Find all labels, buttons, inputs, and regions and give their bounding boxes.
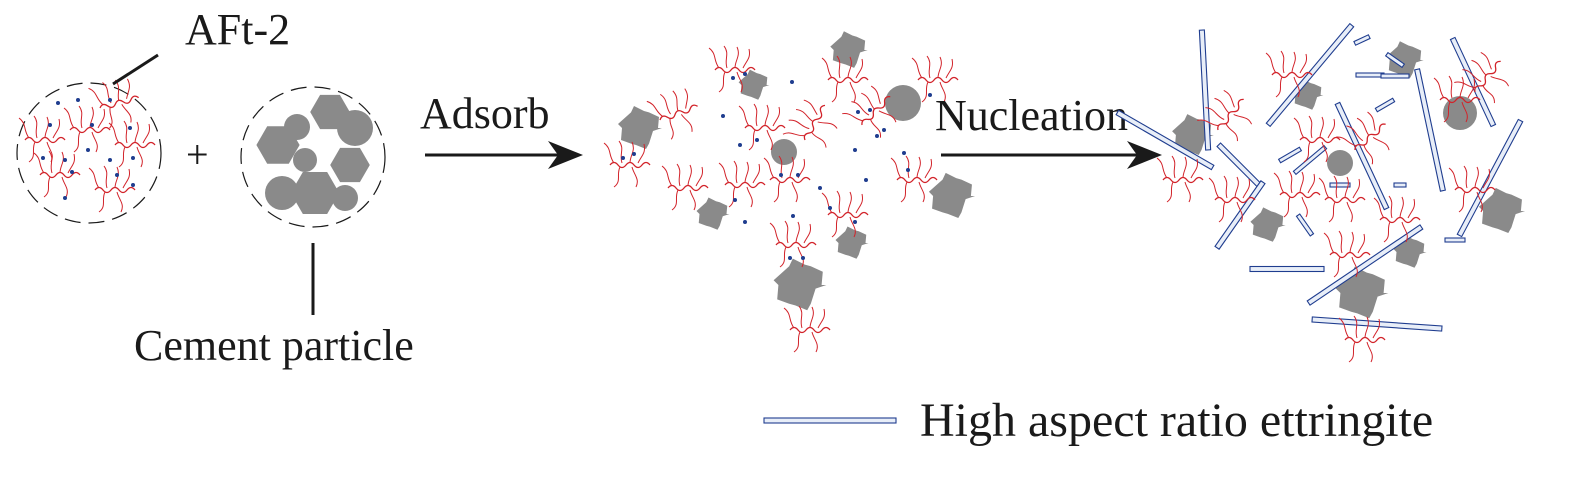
cement-label: Cement particle <box>134 321 414 370</box>
polymer-chain <box>63 105 111 153</box>
polymer-chain <box>1273 170 1321 218</box>
additive-label: AFt-2 <box>185 5 290 54</box>
cement-cluster <box>240 86 386 228</box>
ion-dots <box>621 72 932 260</box>
additive-boundary <box>16 82 162 224</box>
cement-grain <box>330 147 370 183</box>
polymer-chain <box>603 140 651 188</box>
cement-grain <box>332 185 358 211</box>
cement-boundary <box>240 86 386 228</box>
dispersed-system <box>603 31 976 353</box>
polymer-chain <box>645 83 706 144</box>
polymer-chain <box>783 305 831 353</box>
cement-grain <box>771 139 797 165</box>
polymer-chain <box>718 160 766 208</box>
cement-grain <box>284 114 310 140</box>
plus-sign: + <box>186 132 209 177</box>
additive-leader-line <box>112 53 159 86</box>
polymer-chain <box>33 150 81 198</box>
polymer-chain <box>1323 230 1371 278</box>
cement-grain <box>293 148 317 172</box>
ettringite-needles <box>1115 22 1524 332</box>
cement-grain <box>835 226 869 259</box>
cement-grain <box>1478 187 1526 234</box>
polymer-chain <box>890 155 938 203</box>
polymer-chain <box>18 115 66 163</box>
cement-grain <box>885 85 921 121</box>
polymer-chain <box>1208 175 1256 223</box>
polymer-chain <box>1156 155 1204 203</box>
polymer-chain <box>821 190 869 238</box>
nucleation-arrow <box>941 141 1162 169</box>
legend: High aspect ratio ettringite <box>763 394 1433 447</box>
polymer-chain <box>88 165 136 213</box>
polymer-chain <box>108 120 156 168</box>
cement-grain <box>1335 266 1389 319</box>
legend-label: High aspect ratio ettringite <box>920 394 1433 447</box>
cement-grain <box>1327 150 1353 176</box>
polymer-chain <box>661 163 709 211</box>
cement-grain <box>928 172 976 219</box>
cement-grain <box>696 197 730 230</box>
cement-grain <box>1443 96 1477 130</box>
cement-grain <box>265 176 299 210</box>
cement-grain <box>1250 207 1286 242</box>
adsorb-arrow <box>425 141 583 169</box>
cement-grain <box>618 106 662 149</box>
adsorb-label: Adsorb <box>420 89 550 138</box>
nucleation-label: Nucleation <box>935 91 1128 140</box>
ettringite-network <box>1115 22 1526 363</box>
ion-dots <box>41 98 135 200</box>
additive-cluster <box>16 73 162 224</box>
legend-ettringite-swatch <box>763 417 897 424</box>
cement-grain <box>337 110 373 146</box>
